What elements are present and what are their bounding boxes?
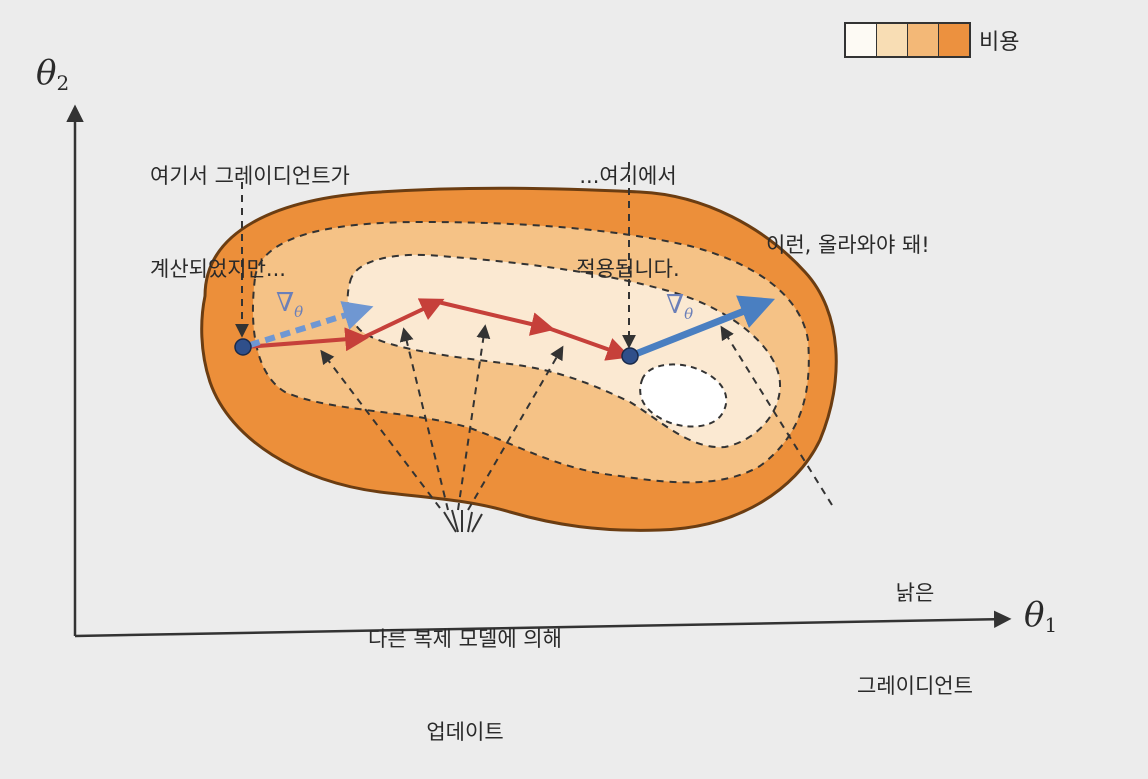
replica-update-pointers xyxy=(320,324,564,511)
annotation-applied-here-line1: ...여기에서 xyxy=(579,164,677,188)
update-path xyxy=(244,298,631,361)
annotation-stale-gradient-line2: 그레이디언트 xyxy=(857,674,973,698)
legend-swatch-3 xyxy=(908,24,939,56)
annotation-computed-here: 여기서 그레이디언트가 계산되었지만... xyxy=(150,99,350,316)
current-point xyxy=(621,347,639,365)
annotation-applied-here-line2: 적용됩니다. xyxy=(576,257,680,281)
annotation-should-go-up: 이런, 올라와야 돼! xyxy=(766,233,930,257)
legend-label: 비용 xyxy=(979,30,1020,55)
annotation-computed-here-line2: 계산되었지만... xyxy=(150,257,286,281)
replica-update-tail-ticks xyxy=(443,509,483,533)
legend-swatch-1 xyxy=(846,24,877,56)
x-axis xyxy=(74,610,1012,638)
applied-gradient-symbol: ∇θ xyxy=(666,290,694,323)
start-point xyxy=(234,338,252,356)
minimum-region xyxy=(639,363,728,428)
annotation-other-replicas: 다른 복제 모델에 의해 업데이트 xyxy=(330,562,600,779)
cost-legend: 비용 xyxy=(844,22,1019,58)
pointer-stale-gradient xyxy=(720,325,833,506)
applied-gradient-arrow xyxy=(631,295,776,359)
computed-gradient-arrow xyxy=(249,301,374,348)
annotation-stale-gradient-line1: 낡은 xyxy=(895,581,935,605)
legend-color-bar xyxy=(844,22,971,58)
y-axis-label: θ2 xyxy=(36,53,70,95)
x-axis-label: θ1 xyxy=(1024,595,1058,637)
cost-landscape-diagram xyxy=(66,104,1012,638)
annotation-stale-gradient: 낡은 그레이디언트 xyxy=(830,516,1000,733)
computed-gradient-symbol: ∇θ xyxy=(276,288,304,321)
legend-swatch-4 xyxy=(939,24,969,56)
annotation-other-replicas-line1: 다른 복제 모델에 의해 xyxy=(368,627,562,651)
legend-swatch-2 xyxy=(877,24,908,56)
annotation-other-replicas-line2: 업데이트 xyxy=(426,720,504,744)
annotation-applied-here: ...여기에서 적용됩니다. xyxy=(548,99,708,316)
annotation-computed-here-line1: 여기서 그레이디언트가 xyxy=(150,164,350,188)
